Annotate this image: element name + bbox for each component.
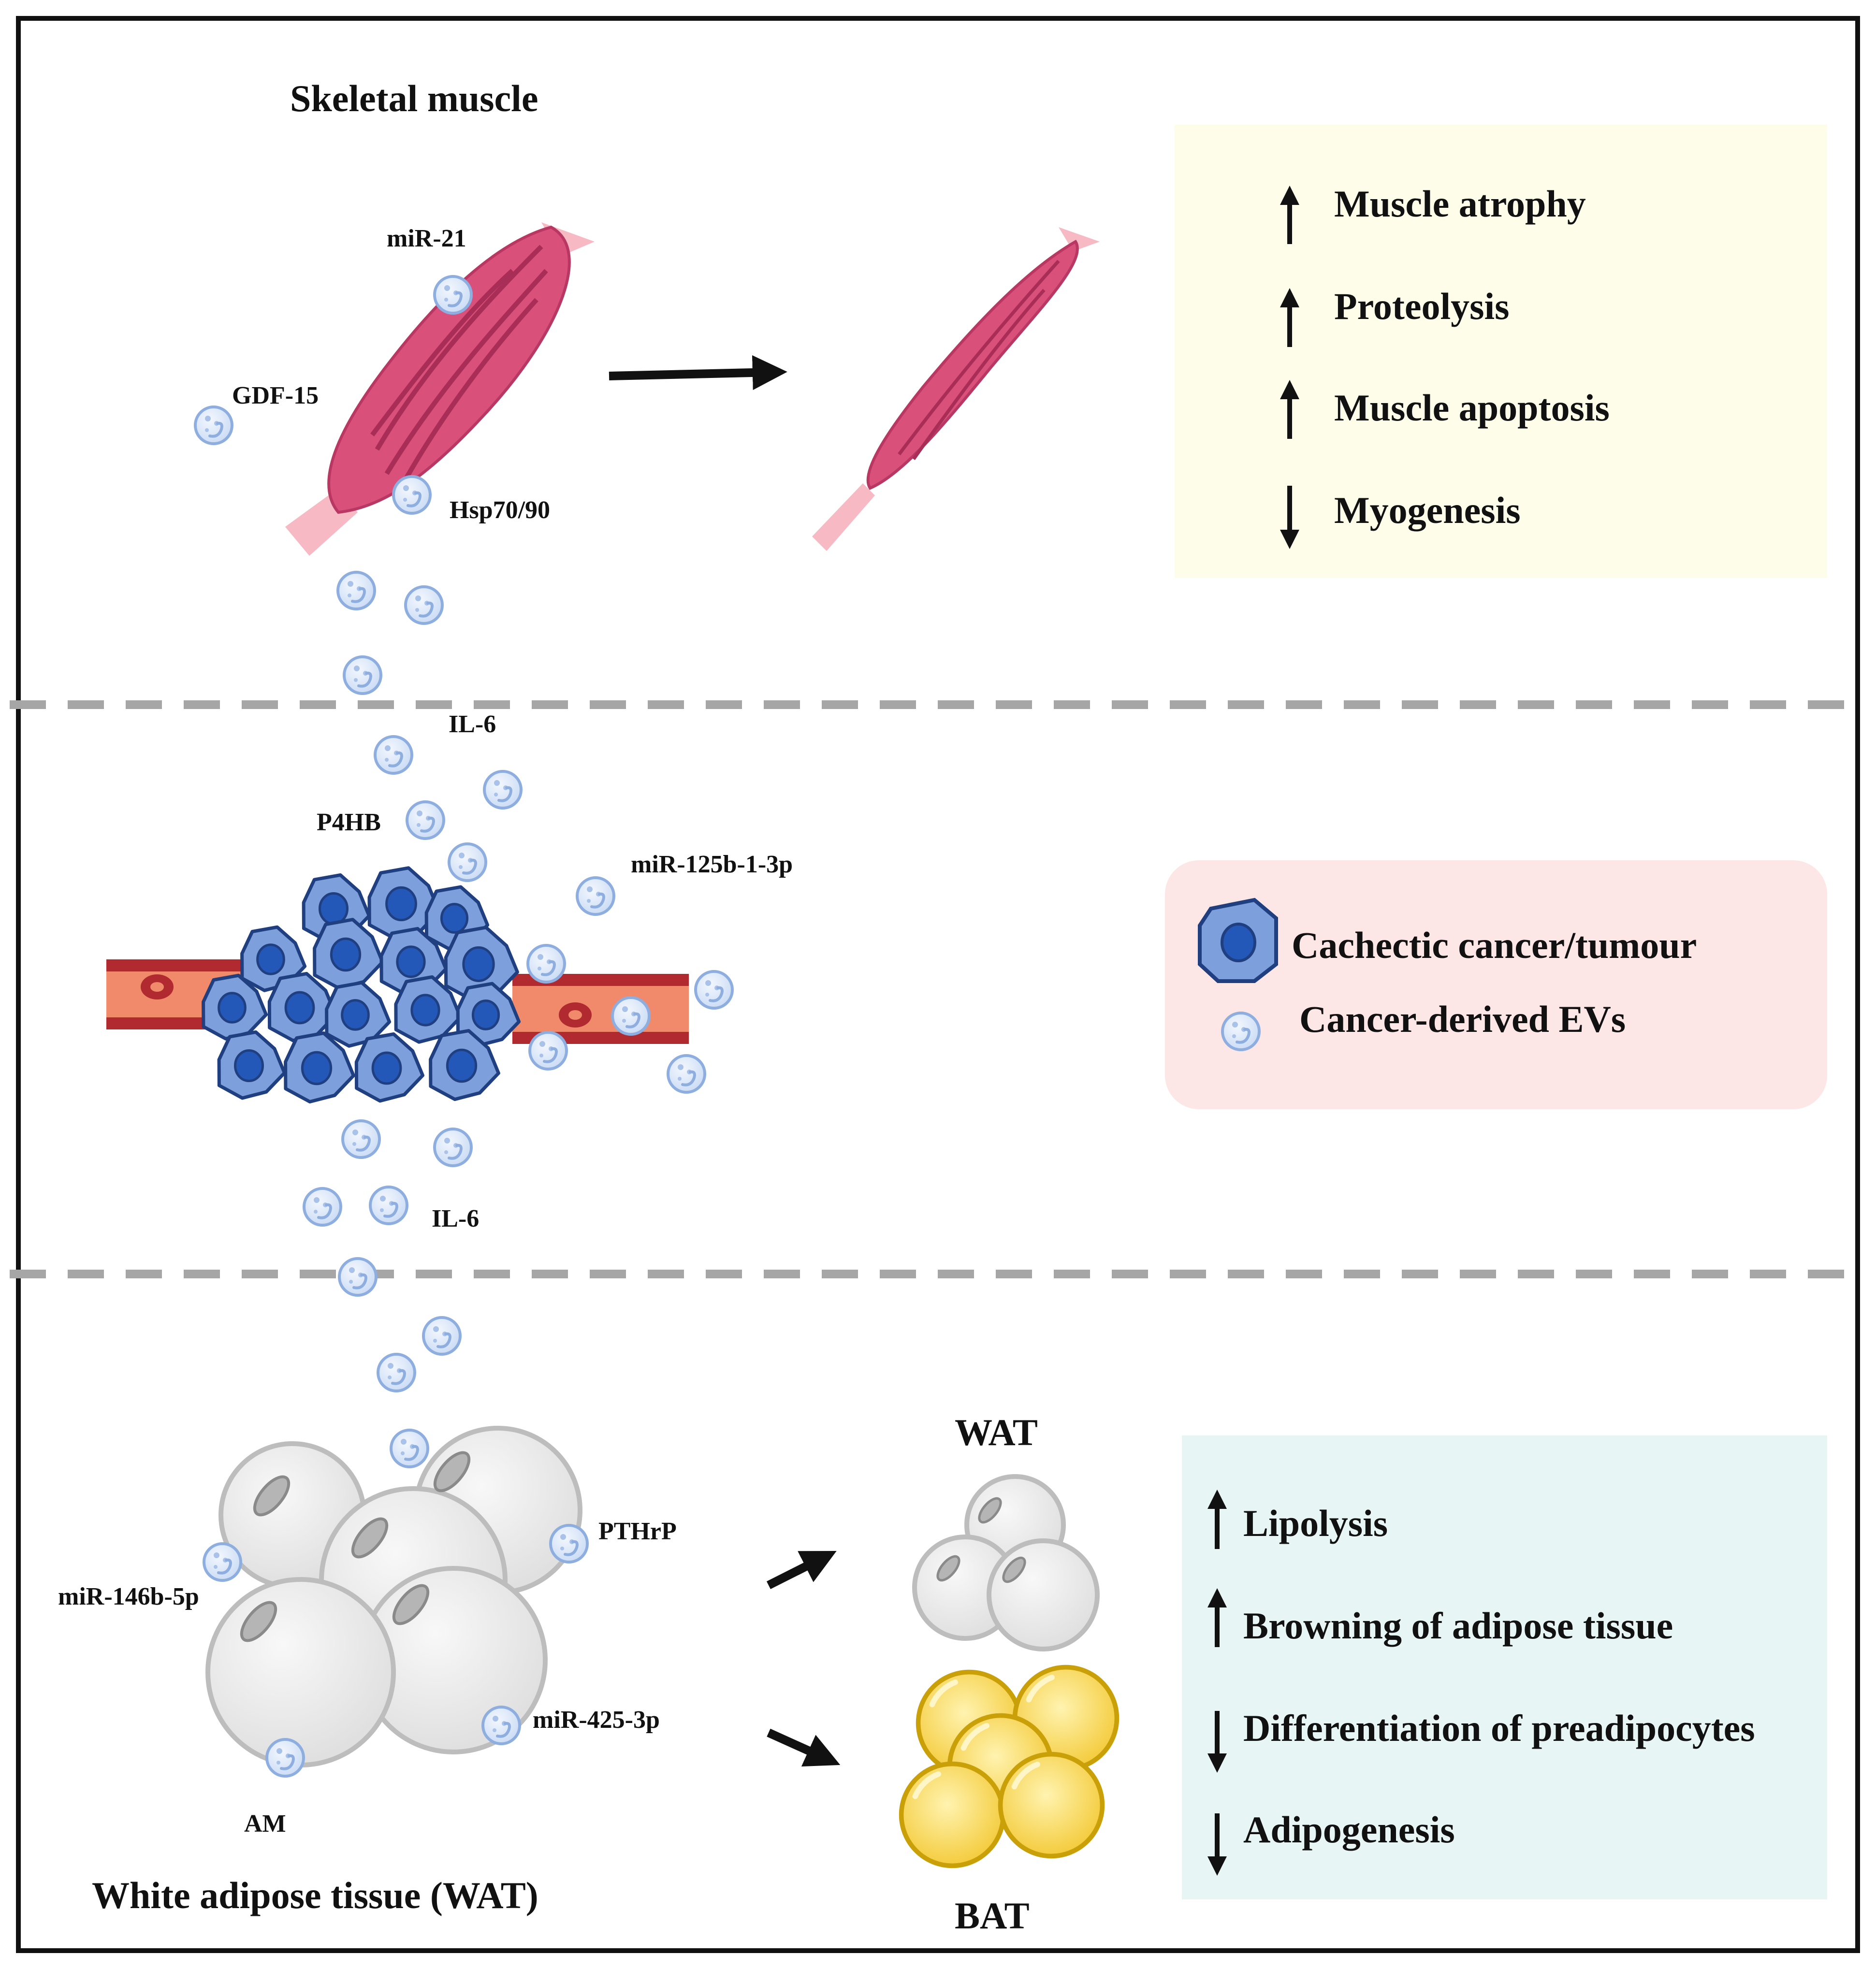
ev-icon [435, 1129, 471, 1166]
bat-result-illustration [902, 1667, 1117, 1866]
tumour-cell-nucleus [234, 1049, 264, 1082]
wat-result-illustration [912, 1474, 1100, 1651]
tumour-cell-nucleus [440, 903, 469, 934]
effect-browning: Browning of adipose tissue [1243, 1605, 1673, 1647]
ev-icon [530, 1032, 567, 1069]
ev-icon [1222, 1013, 1259, 1050]
ev-icon [484, 771, 521, 808]
wat-arrow [766, 1551, 837, 1590]
ev-icon [423, 1317, 460, 1354]
effect-lipolysis: Lipolysis [1243, 1502, 1388, 1544]
ev-icon [668, 1056, 705, 1092]
ev-icon [612, 998, 649, 1034]
adipose-effects-list: Lipolysis Browning of adipose tissue Dif… [1207, 1490, 1755, 1876]
ev-icon [393, 477, 430, 513]
pthrp-label: PTHrP [598, 1518, 677, 1545]
il-6-bottom-label: IL-6 [432, 1205, 479, 1232]
tumour-cell-nucleus [446, 1048, 478, 1083]
tumour-cell-nucleus [256, 943, 285, 975]
ev-icon [344, 657, 381, 694]
tumour-cell-nucleus [301, 1051, 333, 1086]
tumour-cell-icon [1198, 898, 1278, 983]
ev-icon [551, 1525, 587, 1562]
ev-icon [391, 1430, 428, 1467]
mir-425-label: miR-425-3p [533, 1706, 660, 1734]
mir-146b-label: miR-146b-5p [58, 1583, 199, 1610]
effect-differentiation: Differentiation of preadipocytes [1243, 1707, 1755, 1749]
healthy-muscle-illustration [285, 222, 595, 556]
adipose-panel: PTHrP miR-146b-5p miR-425-3p AM White ad… [58, 1317, 1827, 1937]
tumour-cell-nucleus [462, 946, 495, 982]
tumour-cell-nucleus [410, 994, 440, 1027]
ev-icon [483, 1707, 520, 1744]
adipose-panel-title: White adipose tissue (WAT) [92, 1874, 538, 1916]
adipose-effects-box [1182, 1435, 1827, 1899]
ev-icon [406, 587, 442, 623]
p4hb-label: P4HB [317, 809, 381, 836]
tumour-cell-nucleus [218, 992, 247, 1024]
ev-icon [195, 407, 232, 444]
tumour-legend: Cachectic cancer/tumour Cancer-derived E… [1198, 898, 1697, 1050]
effect-muscle-atrophy: Muscle atrophy [1334, 183, 1586, 225]
tumour-cell-nucleus [385, 886, 417, 922]
ev-icon [304, 1188, 341, 1225]
muscle-panel: Skeletal muscle miR-21 GDF-15 Hsp70/90 [195, 77, 1827, 694]
tumour-cell-nucleus [471, 999, 500, 1030]
legend-evs-label: Cancer-derived EVs [1299, 998, 1626, 1040]
tumour-cell-nucleus [396, 945, 426, 978]
ev-icon [378, 1354, 415, 1391]
ev-icon [338, 572, 375, 609]
tumour-cell-nucleus [341, 999, 370, 1031]
mir-125b-label: miR-125b-1-3p [631, 851, 793, 878]
tumour-illustration [202, 866, 521, 1104]
ev-icon [370, 1187, 407, 1224]
muscle-effects-list: Muscle atrophy Proteolysis Muscle apopto… [1280, 183, 1610, 549]
ev-icon [204, 1544, 241, 1580]
ev-icon [449, 844, 486, 881]
effect-myogenesis: Myogenesis [1334, 489, 1521, 531]
tumour-cell-nucleus [284, 991, 315, 1025]
ev-icon [339, 1259, 376, 1295]
am-label: AM [244, 1810, 286, 1838]
tumour-panel: IL-6 P4HB miR-125b-1-3p IL-6 Cachectic c… [106, 710, 1827, 1295]
ev-icon [696, 971, 732, 1008]
ev-icon [528, 945, 565, 982]
muscle-panel-title: Skeletal muscle [290, 77, 538, 119]
hsp70-90-label: Hsp70/90 [450, 496, 550, 524]
tumour-cell-nucleus [319, 892, 349, 925]
tumour-legend-box [1165, 860, 1827, 1109]
gdf-15-label: GDF-15 [232, 382, 319, 409]
atrophy-arrow [609, 355, 787, 391]
effect-proteolysis: Proteolysis [1334, 285, 1510, 327]
tumour-cell-nucleus [330, 937, 362, 972]
atrophied-muscle-illustration [812, 227, 1100, 551]
ev-icon [435, 276, 471, 313]
bat-arrow [767, 1728, 841, 1767]
legend-cancer-label: Cachectic cancer/tumour [1292, 924, 1697, 966]
mir-21-label: miR-21 [387, 225, 466, 252]
ev-icon [343, 1121, 379, 1158]
effect-adipogenesis: Adipogenesis [1243, 1809, 1455, 1851]
bat-label: BAT [955, 1895, 1030, 1937]
ev-icon [375, 737, 412, 773]
tumour-cell-nucleus [371, 1051, 402, 1085]
il-6-top-label: IL-6 [449, 710, 496, 738]
ev-icon [267, 1739, 304, 1776]
wat-label: WAT [955, 1411, 1038, 1453]
ev-icon [407, 802, 444, 839]
ev-icon [577, 878, 614, 914]
effect-muscle-apoptosis: Muscle apoptosis [1334, 387, 1610, 429]
wat-illustration [205, 1426, 582, 1767]
